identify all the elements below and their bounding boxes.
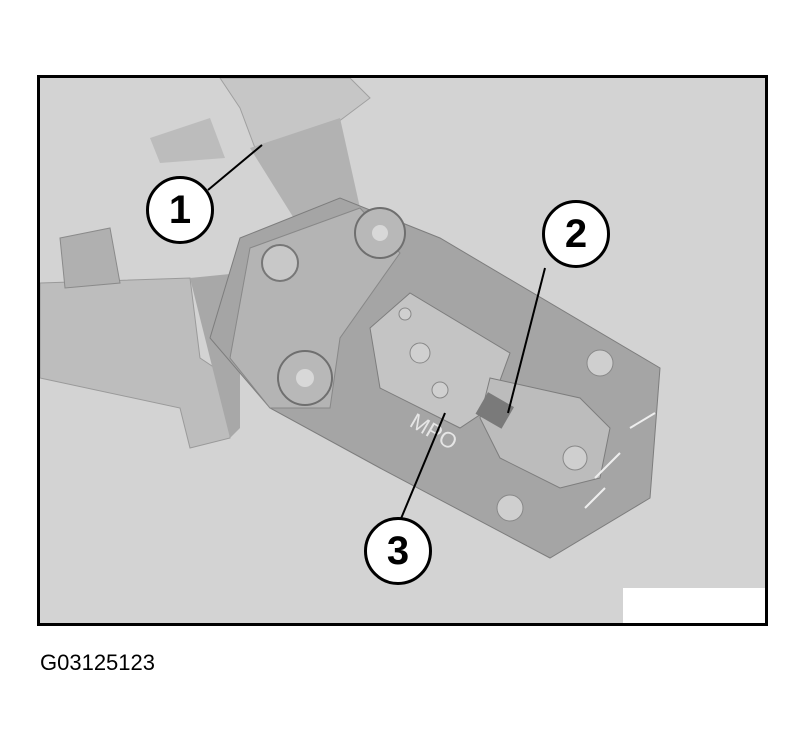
figure-id-label: G03125123	[40, 650, 155, 675]
blank-label-area	[623, 588, 765, 623]
callout-number: 3	[386, 528, 410, 573]
illustration-frame: MPO	[37, 75, 768, 626]
callout-2: 2	[542, 200, 610, 268]
crimping-tool-illustration: MPO	[40, 78, 661, 559]
callout-number: 2	[564, 211, 588, 256]
callout-number: 1	[168, 187, 192, 232]
callout-1: 1	[146, 176, 214, 244]
callout-3: 3	[364, 517, 432, 585]
